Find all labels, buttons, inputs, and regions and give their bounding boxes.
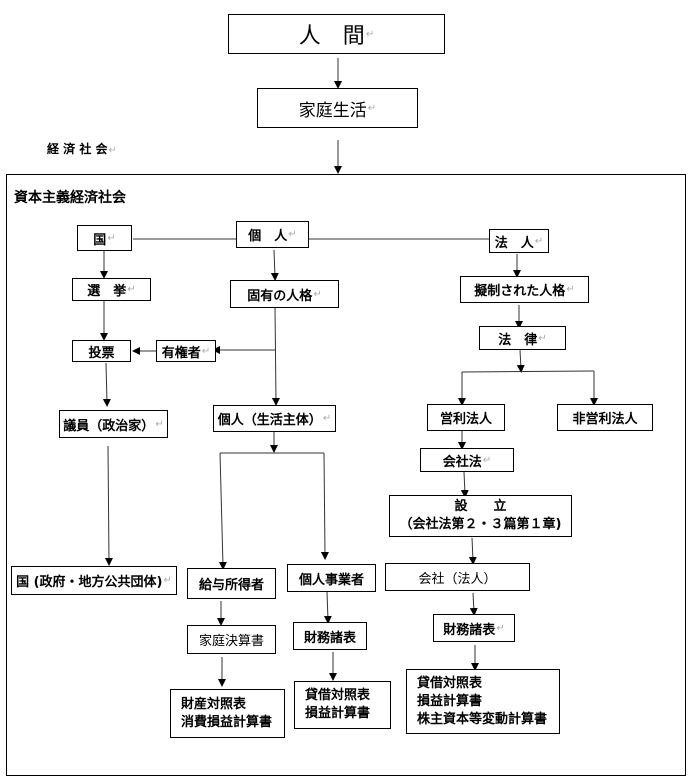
sole-proprietor-box: 個人事業者: [287, 564, 376, 592]
paragraph-mark-icon: ↵: [155, 418, 164, 430]
individual-box: 個 人↵: [236, 221, 309, 248]
branch-line-law: [461, 370, 595, 373]
human-label: 人 間: [298, 24, 365, 49]
family-life-label: 家庭生活: [298, 100, 367, 121]
arrow-inherent-individual-life: [271, 306, 280, 406]
arrow-branch-salary: [218, 452, 227, 570]
election-box: 選 挙↵: [72, 278, 151, 301]
paragraph-mark-icon: ↵: [496, 622, 505, 634]
arrow-individual-inherent: [270, 249, 279, 281]
paragraph-mark-icon: ↵: [163, 575, 172, 586]
non-profit-box: 非営利法人: [557, 404, 653, 431]
company-financial-statements-box: 財務諸表↵: [433, 614, 515, 642]
human-box: 人 間↵: [228, 14, 445, 54]
voter-box: 有権者↵: [156, 340, 216, 362]
individual-life-subject-box: 個人（生活主体）↵: [213, 405, 336, 432]
arrow-incorporation-company: [468, 537, 477, 565]
legislator-box: 議員（政治家）↵: [59, 410, 168, 438]
paragraph-mark-icon: ↵: [482, 454, 492, 466]
country-box: 国↵: [77, 225, 132, 251]
law-box: 法 律↵: [479, 326, 566, 350]
proprietor-financial-statements-box: 財務諸表: [293, 622, 367, 650]
company-reports-box: 貸借対照表 損益計算書 株主資本等変動計算書: [406, 669, 560, 734]
incorporation-box: 設 立 （会社法第２・３篇第１章): [389, 495, 572, 537]
arrow-company-fs: [469, 592, 478, 616]
vote-box: 投票: [72, 340, 131, 362]
paragraph-mark-icon: ↵: [566, 284, 575, 295]
paragraph-mark-icon: ↵: [201, 345, 211, 357]
family-life-box: 家庭生活↵: [257, 88, 418, 128]
paragraph-mark-icon: ↵: [108, 145, 117, 156]
capitalist-society-label: 資本主義経済社会: [14, 190, 126, 206]
paragraph-mark-icon: ↵: [107, 232, 116, 244]
salary-earner-box: 給与所得者: [187, 568, 276, 599]
arrow-proprietor-fs: [323, 591, 332, 624]
arrow-branch-proprietor: [320, 452, 329, 560]
paragraph-mark-icon: ↵: [367, 102, 377, 114]
government-box: 国 (政府・地方公共団体)↵: [11, 566, 177, 595]
arrow-legislator-government: [104, 445, 113, 566]
household-reports-box: 財産対照表 消費損益計算書: [170, 689, 285, 738]
fictitious-personality-box: 擬制された人格↵: [460, 276, 589, 303]
paragraph-mark-icon: ↵: [365, 28, 375, 40]
arrow-companiesact-incorporation: [460, 471, 469, 498]
paragraph-mark-icon: ↵: [534, 235, 544, 247]
capitalist-economy-frame: [6, 174, 686, 776]
household-statement-box: 家庭決算書: [187, 625, 276, 654]
paragraph-mark-icon: ↵: [127, 284, 136, 295]
paragraph-mark-icon: ↵: [538, 332, 547, 344]
paragraph-mark-icon: ↵: [288, 229, 297, 240]
for-profit-box: 営利法人: [427, 404, 505, 431]
economic-society-label: 経 済 社 会↵: [47, 142, 117, 156]
arrow-vote-legislator: [102, 362, 111, 407]
corporation-box: 法 人↵: [489, 229, 549, 253]
paragraph-mark-icon: ↵: [322, 413, 332, 424]
paragraph-mark-icon: ↵: [313, 288, 322, 300]
arrow-law-branch: [516, 349, 525, 373]
proprietor-reports-box: 貸借対照表 損益計算書: [294, 681, 391, 729]
inherent-personality-box: 固有の人格↵: [230, 280, 339, 308]
company-box: 会社（法人）: [385, 563, 530, 591]
companies-act-box: 会社法↵: [420, 448, 514, 472]
